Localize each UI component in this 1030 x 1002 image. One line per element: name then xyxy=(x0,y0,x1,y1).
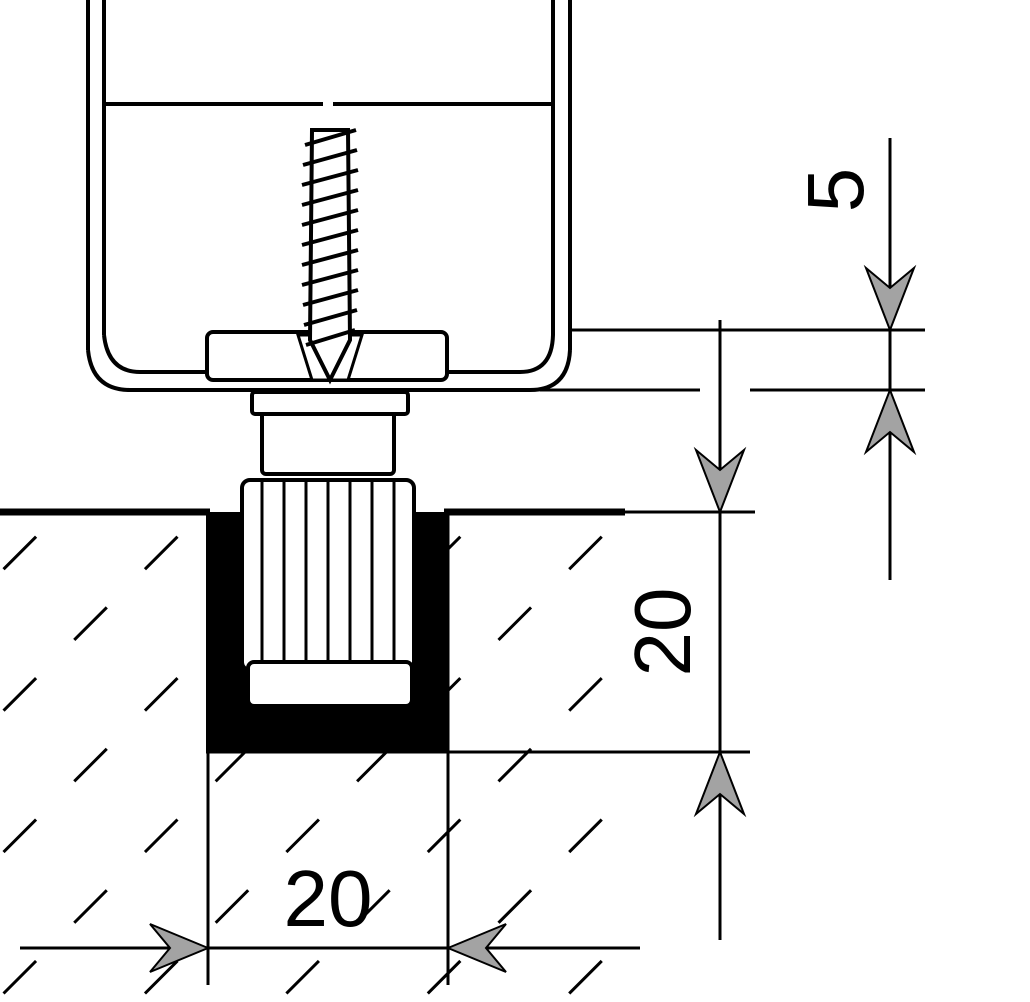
upper-panel xyxy=(86,0,572,392)
groove-width-label: 20 xyxy=(284,854,373,943)
screw xyxy=(301,128,359,385)
arrow-down-icon xyxy=(693,446,747,515)
arrow-down-icon xyxy=(863,264,917,333)
groove-depth-label: 20 xyxy=(618,588,707,677)
dimension-gap: 5 xyxy=(540,138,925,580)
insert-neck xyxy=(250,390,410,476)
arrow-left-icon xyxy=(445,923,507,973)
arrow-up-icon xyxy=(863,387,917,456)
dimension-width: 20 xyxy=(20,854,640,973)
knurled-insert xyxy=(240,478,416,708)
dimension-depth: 20 xyxy=(448,320,755,940)
arrow-right-icon xyxy=(149,923,211,973)
gap-height-label: 5 xyxy=(791,168,880,213)
arrow-up-icon xyxy=(693,749,747,818)
